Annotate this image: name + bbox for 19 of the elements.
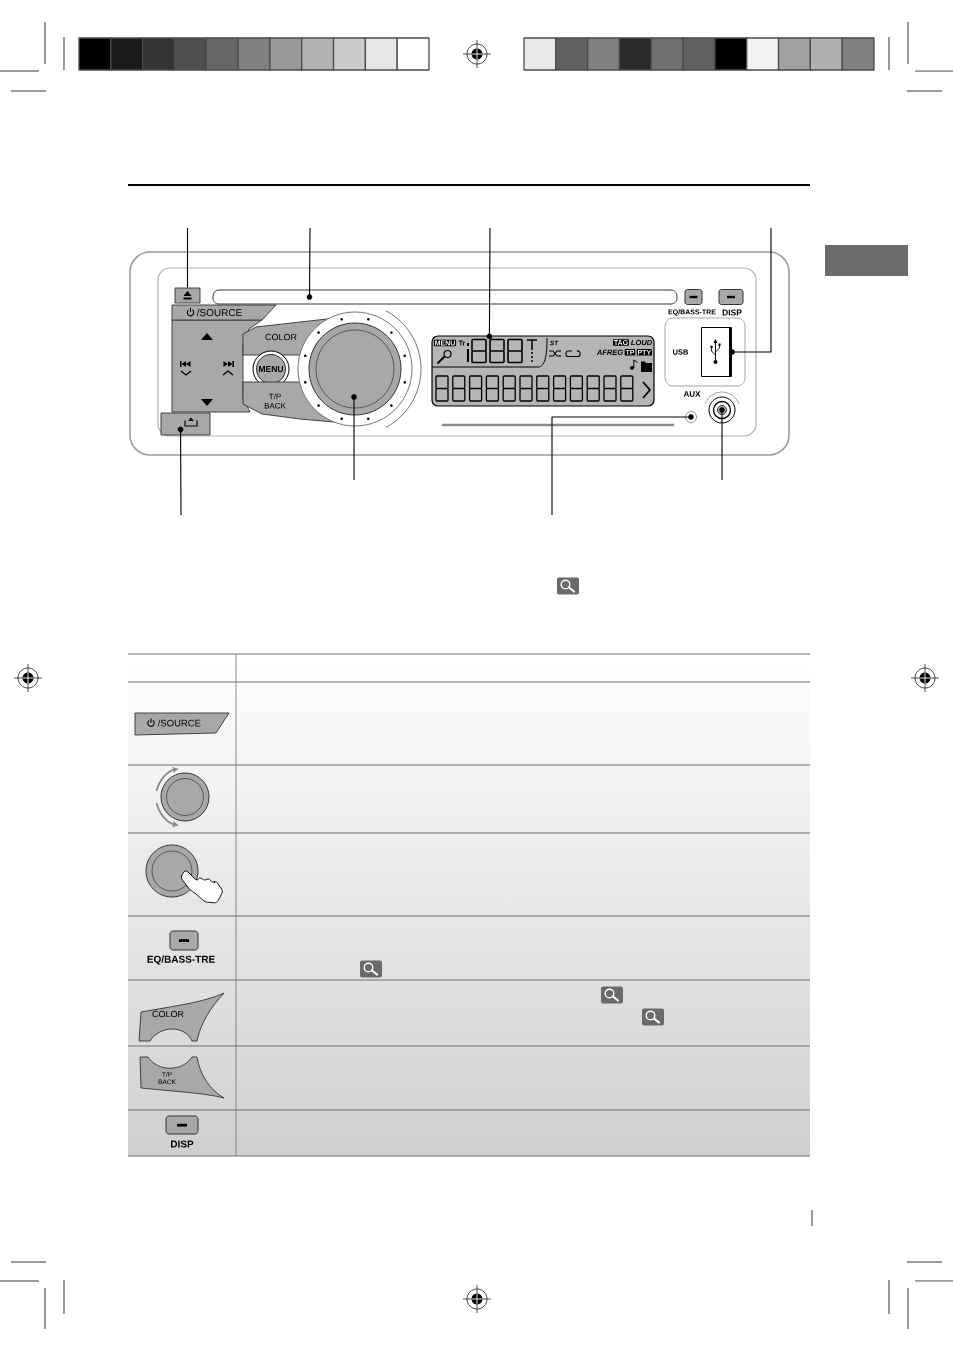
leader-line <box>719 407 725 481</box>
leader-line <box>351 394 357 481</box>
button-picture: /SOURCE <box>134 712 230 736</box>
leader-line <box>551 414 694 516</box>
leader-line <box>177 426 184 516</box>
push-button: DISP <box>718 289 744 316</box>
leader-line <box>729 227 772 355</box>
leader-line <box>486 227 493 340</box>
audio-jack: AUX <box>683 391 740 424</box>
control-dial <box>297 310 422 428</box>
button-picture: EQ/BASS-TRE <box>147 930 215 965</box>
node-label: DISP <box>722 309 742 316</box>
leader-line <box>306 227 313 300</box>
node-label: AUX <box>683 391 701 397</box>
button-picture: DISP <box>165 1115 199 1148</box>
leader-line <box>186 227 189 289</box>
section-tab <box>825 245 908 276</box>
button-picture: COLOR <box>138 992 225 1042</box>
disc-slot <box>212 289 678 305</box>
